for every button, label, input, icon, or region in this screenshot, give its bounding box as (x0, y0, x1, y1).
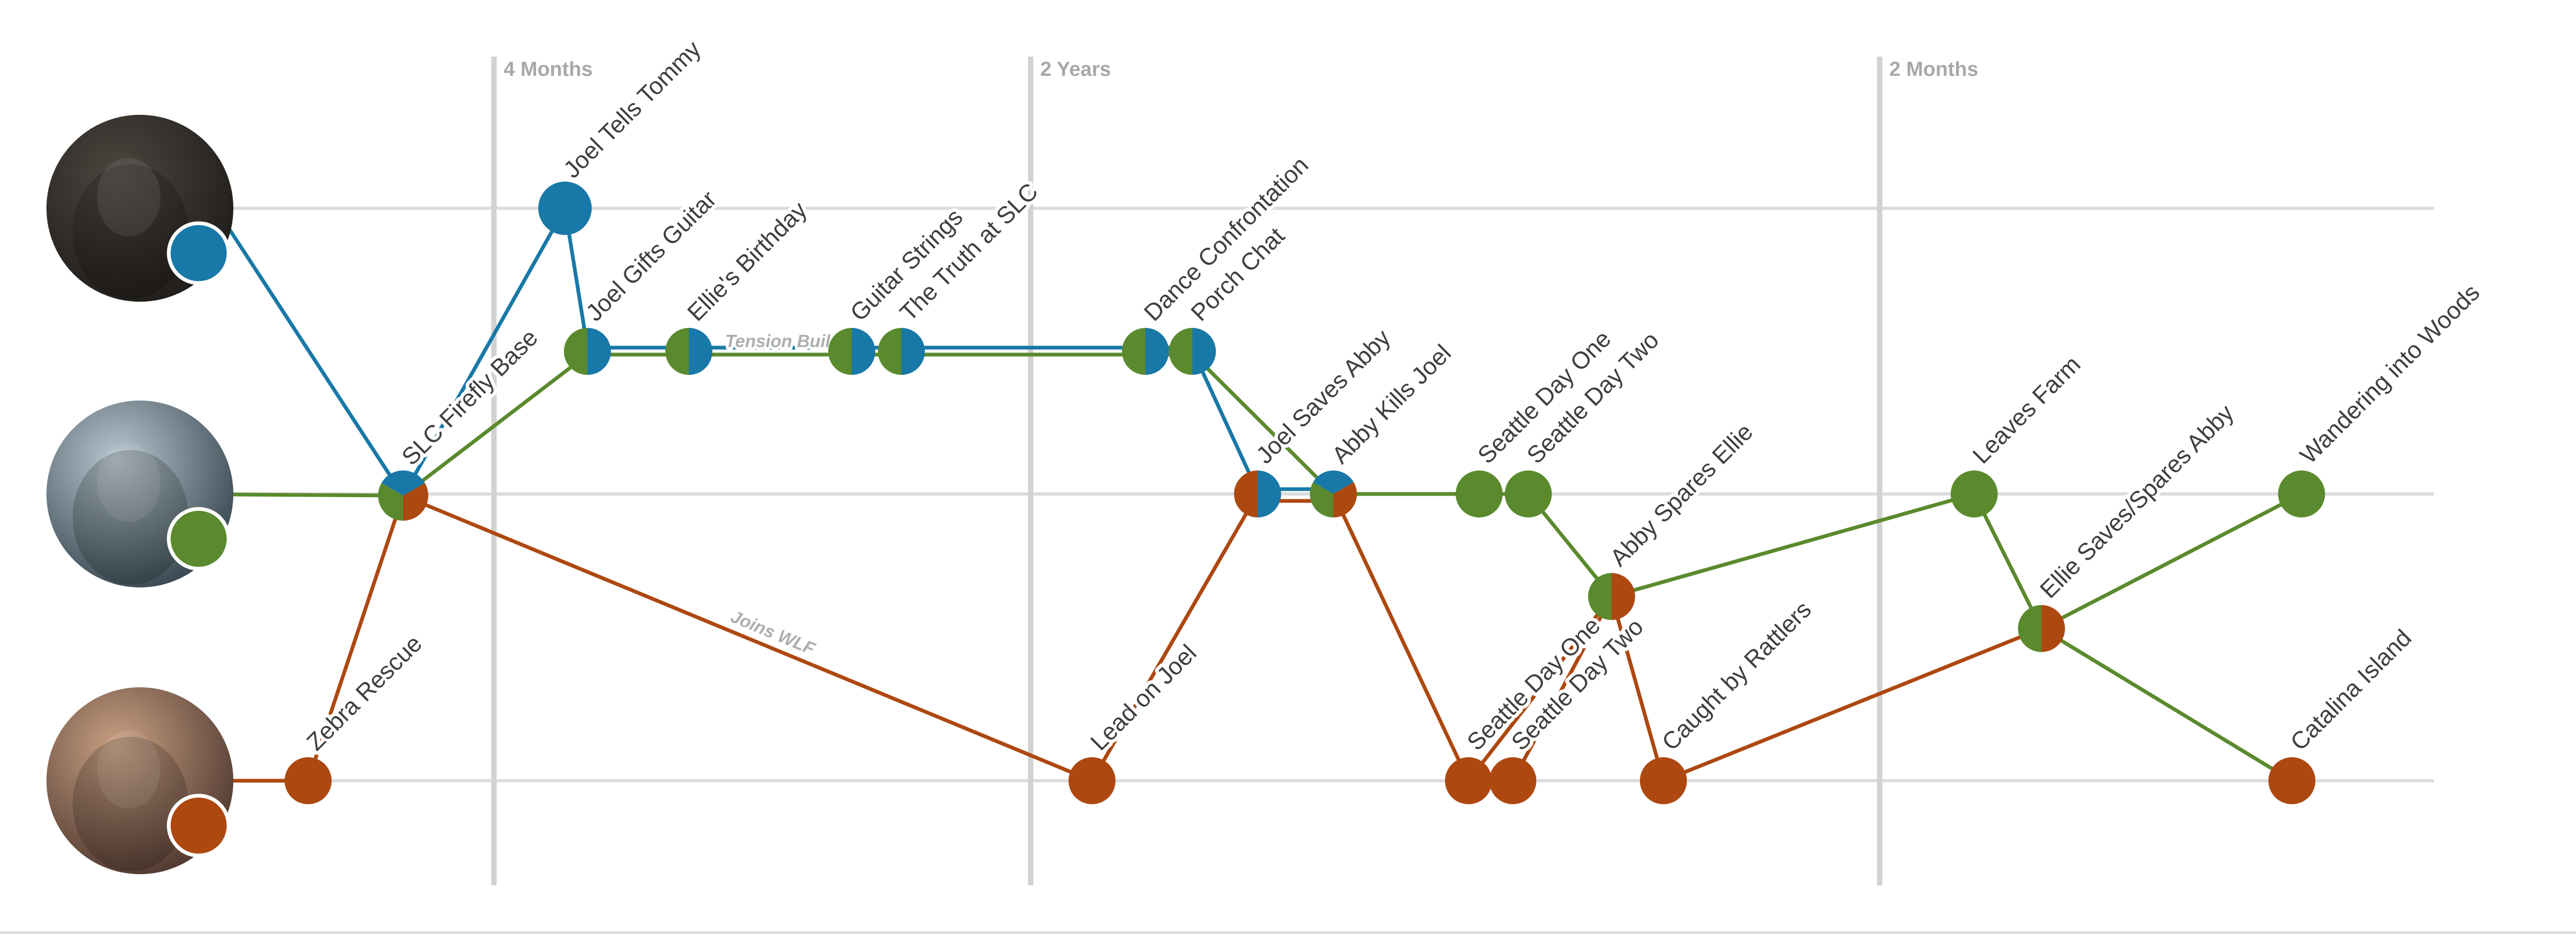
annotation-joins-wlf: Joins WLF (728, 606, 818, 658)
event-node-caught-by-rattlers (1640, 757, 1687, 804)
abby-color-badge (167, 794, 231, 858)
storyline-edge-13 (1972, 492, 2044, 631)
storyline-edge-24 (1511, 594, 1614, 783)
event-label-joel-tells-tommy: Joel Tells Tommy (558, 35, 706, 184)
storyline-edge-1 (401, 206, 567, 498)
joel-color-badge (167, 221, 231, 285)
event-node-seattle-day-one (1445, 757, 1492, 804)
event-node-seattle-day-two (1505, 470, 1552, 517)
row-gridline-joel (233, 207, 2434, 210)
event-node-ellie-saves-spares-abby (2018, 605, 2065, 652)
event-node-joel-tells-tommy (538, 182, 592, 235)
storyline-edge-23 (1466, 594, 1614, 783)
event-node-lead-on-joel (1069, 757, 1116, 804)
time-marker-label-2-months: 2 Months (1889, 58, 1978, 81)
time-marker-label-2-years: 2 Years (1040, 58, 1111, 81)
event-label-lead-on-joel: Lead on Joel (1085, 639, 1201, 756)
bottom-axis-line (0, 931, 2576, 934)
event-label-slc-firefly-base: SLC Firefly Base (396, 324, 543, 470)
event-label-caught-by-rattlers: Caught by Rattlers (1656, 595, 1817, 756)
time-gridline-2-years (1028, 57, 1033, 885)
event-node-joel-gifts-guitar (564, 328, 611, 375)
storyline-edge-19 (1090, 492, 1260, 783)
storyline-edge-25 (1609, 594, 1666, 783)
event-node-slc-firefly-base (378, 470, 428, 521)
event-node-abby-spares-ellie (1588, 573, 1635, 620)
ellie-color-badge (167, 507, 231, 571)
joel-avatar (46, 115, 233, 302)
storyline-edge-12 (1609, 492, 1976, 599)
event-label-zebra-rescue: Zebra Rescue (301, 630, 427, 756)
event-node-guitar-strings (828, 328, 875, 375)
event-label-catalina-island: Catalina Island (2285, 624, 2417, 756)
storyline-edge-14 (2039, 492, 2304, 631)
abby-avatar (46, 687, 233, 874)
event-node-wandering-into-woods (2278, 470, 2325, 517)
event-node-ellie-s-birthday (665, 328, 712, 375)
time-marker-label-4-months: 4 Months (504, 58, 593, 81)
event-label-wandering-into-woods: Wandering into Woods (2295, 279, 2485, 469)
storyline-edge-15 (2039, 626, 2294, 783)
storyline-edge-26 (1661, 626, 2044, 783)
storyline-edge-18 (401, 493, 1094, 783)
row-gridline-abby (233, 779, 2434, 782)
storyline-edge-6 (231, 492, 405, 498)
time-gridline-4-months (491, 57, 497, 885)
storyline-edge-0 (227, 227, 405, 498)
event-node-abby-kills-joel (1309, 470, 1357, 517)
event-node-catalina-island (2268, 757, 2315, 804)
storyline-edge-17 (306, 493, 405, 783)
event-node-porch-chat (1169, 328, 1216, 375)
event-node-the-truth-at-slc (878, 328, 925, 375)
storyline-edge-9 (1190, 351, 1336, 496)
event-label-ellie-saves-spares-abby: Ellie Saves/Spares Abby (2035, 399, 2239, 603)
event-node-seattle-day-two (1489, 757, 1536, 804)
event-node-leaves-farm (1951, 470, 1998, 517)
event-node-zebra-rescue (285, 757, 332, 804)
event-node-dance-confrontation (1122, 328, 1169, 375)
storyline-edge-4 (1190, 348, 1260, 493)
storyline-edge-21 (1331, 492, 1471, 783)
ellie-avatar (46, 401, 233, 587)
time-gridline-2-months (1877, 57, 1882, 885)
event-label-joel-saves-abby: Joel Saves Abby (1251, 324, 1396, 469)
event-node-joel-saves-abby (1234, 470, 1281, 517)
event-label-leaves-farm: Leaves Farm (1967, 350, 2086, 469)
storyline-edge-7 (401, 352, 590, 498)
event-node-seattle-day-one (1456, 470, 1503, 517)
